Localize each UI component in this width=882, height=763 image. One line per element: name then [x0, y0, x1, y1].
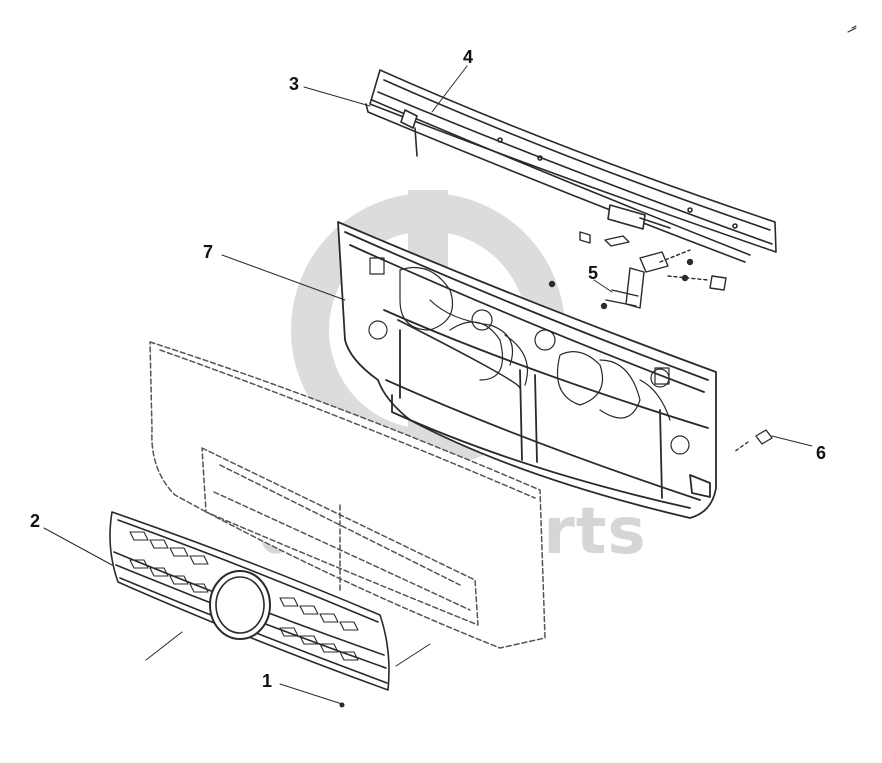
callout-6: 6	[816, 443, 827, 463]
callout-3: 3	[289, 74, 300, 94]
leader-lines	[43, 65, 813, 705]
callout-2: 2	[30, 511, 41, 531]
grille-part	[109, 511, 390, 691]
callout-7: 7	[203, 242, 214, 262]
callout-4: 4	[463, 47, 474, 67]
push-clip	[733, 429, 773, 453]
callout-5: 5	[588, 263, 599, 283]
hinge-bracket-assembly	[548, 231, 727, 310]
upper-cross-beam	[365, 69, 777, 263]
front-panel-dashed	[149, 341, 546, 649]
grille-carrier-frame	[337, 221, 717, 519]
callout-1: 1	[262, 671, 273, 691]
